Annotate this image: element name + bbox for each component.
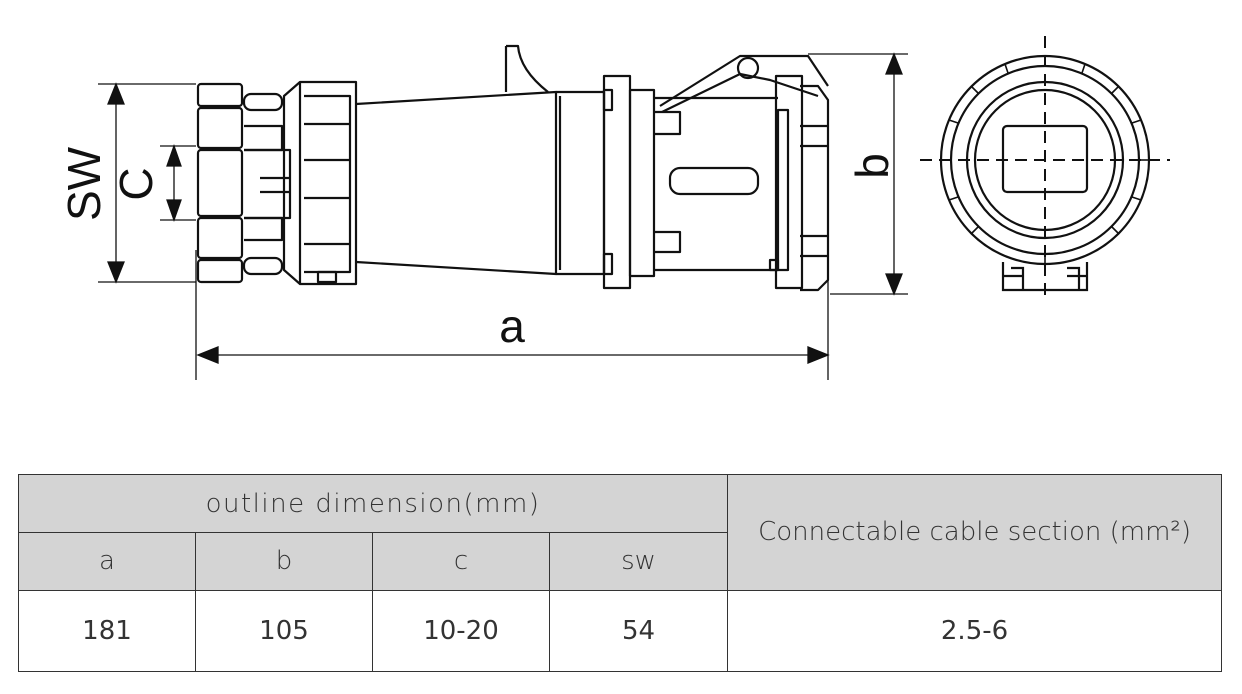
socket-front bbox=[768, 74, 830, 292]
dim-label-sw: SW bbox=[58, 146, 110, 221]
end-view bbox=[920, 36, 1170, 300]
column-header-sw: sw bbox=[548, 532, 729, 591]
cable-section-value: 2.5-6 bbox=[727, 589, 1223, 673]
collar bbox=[282, 80, 358, 286]
cover-flap bbox=[504, 44, 549, 93]
column-header-b: b bbox=[195, 532, 373, 591]
dim-label-a: a bbox=[499, 300, 525, 352]
column-header-c: c bbox=[372, 532, 550, 591]
cable-section-header: Connectable cable section (mm²) bbox=[727, 474, 1223, 591]
column-header-a: a bbox=[18, 532, 196, 591]
dim-label-c: C bbox=[110, 167, 162, 200]
gland-nut bbox=[196, 82, 292, 284]
dim-label-b: b bbox=[846, 153, 898, 179]
value-a: 181 bbox=[18, 589, 196, 673]
value-sw: 54 bbox=[548, 589, 729, 673]
value-b: 105 bbox=[195, 589, 373, 673]
value-c: 10-20 bbox=[372, 589, 550, 673]
lid-hinge bbox=[659, 54, 829, 113]
technical-drawing: SW C b a bbox=[58, 36, 1170, 380]
flange bbox=[602, 74, 778, 290]
tapered-body bbox=[355, 90, 606, 276]
dimension-table: outline dimension(mm) Connectable cable … bbox=[17, 473, 1223, 673]
outline-dimension-header: outline dimension(mm) bbox=[17, 473, 729, 534]
